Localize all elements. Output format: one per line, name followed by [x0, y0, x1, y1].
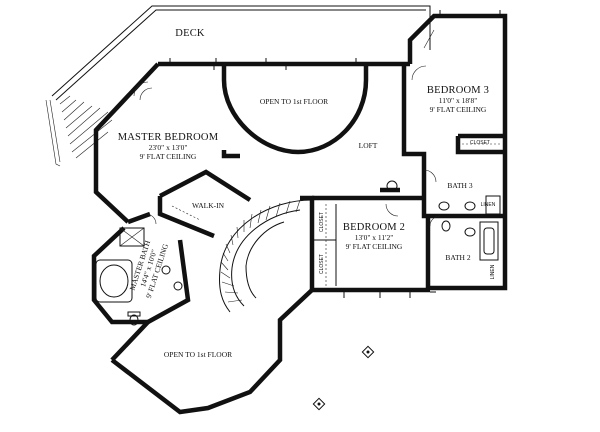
doors-windows	[94, 10, 501, 298]
interior-walls	[127, 64, 505, 324]
bedroom-2-size: 13'0" x 11'2"	[355, 233, 394, 242]
master-bedroom-size: 23'0" x 13'0"	[149, 143, 188, 152]
bedroom-3-ceiling: 9' FLAT CEILING	[430, 105, 487, 114]
open-to-first-floor-bottom-label: OPEN TO 1st FLOOR	[164, 350, 232, 359]
bedroom-2-label: BEDROOM 2	[343, 222, 405, 233]
closet-upper-label: CLOSET	[319, 212, 325, 232]
spiral-stair	[219, 199, 313, 313]
linen-right-label: LINEN	[490, 264, 496, 279]
bath-2-label: BATH 2	[445, 253, 470, 262]
bedroom-3-size: 11'0" x 18'8"	[439, 96, 478, 105]
walk-in-closet-label: WALK-IN	[192, 201, 225, 210]
bath-3-label: BATH 3	[447, 181, 472, 190]
bedroom-2-ceiling: 9' FLAT CEILING	[346, 242, 403, 251]
master-bedroom-ceiling: 9' FLAT CEILING	[140, 152, 197, 161]
bedroom-3-closet-label: CLOSET	[470, 140, 490, 146]
bedroom-3-label: BEDROOM 3	[427, 85, 489, 96]
deck-outline	[45, 5, 431, 167]
open-to-first-floor-top-label: OPEN TO 1st FLOOR	[260, 97, 328, 106]
deck-label: DECK	[175, 28, 205, 39]
fixtures	[95, 143, 501, 411]
master-bedroom-label: MASTER BEDROOM	[118, 132, 219, 143]
closet-lower-label: CLOSET	[319, 254, 325, 274]
loft-label: LOFT	[359, 141, 378, 150]
linen-top-label: LINEN	[481, 202, 496, 208]
